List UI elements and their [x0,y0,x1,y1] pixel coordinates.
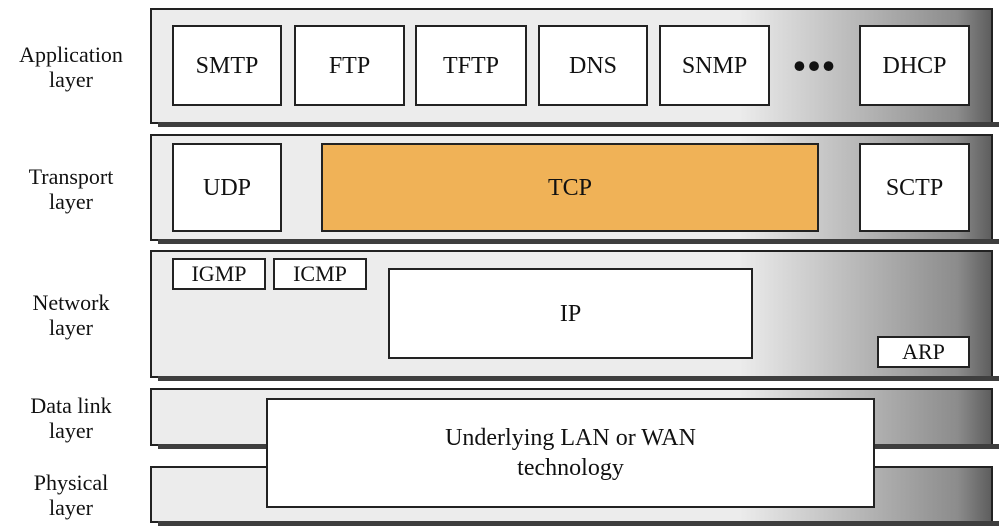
application-layer-label: Application layer [19,42,123,92]
dhcp-box: DHCP [859,25,970,106]
sctp-label: SCTP [885,174,944,201]
smtp-label: SMTP [195,52,259,79]
ellipsis: ••• [793,46,837,86]
ip-label: IP [559,300,582,327]
arp-label: ARP [902,339,945,364]
udp-box: UDP [172,143,282,232]
igmp-label: IGMP [191,261,247,286]
arp-box: ARP [877,336,970,368]
sctp-box: SCTP [859,143,970,232]
igmp-box: IGMP [172,258,266,290]
udp-label: UDP [202,174,251,201]
dhcp-label: DHCP [882,52,947,79]
transport-layer-label: Transport layer [28,164,114,214]
snmp-label: SNMP [681,52,748,79]
ftp-label: FTP [328,52,371,79]
smtp-box: SMTP [172,25,282,106]
network-layer-label: Network layer [32,290,110,340]
underlying-technology-box: Underlying LAN or WAN technology [266,398,875,508]
ip-box: IP [388,268,753,359]
icmp-label: ICMP [293,261,347,286]
icmp-box: ICMP [273,258,367,290]
physical-layer-label: Physical layer [33,470,109,520]
ftp-box: FTP [294,25,405,106]
snmp-box: SNMP [659,25,770,106]
tcp-label: TCP [547,174,592,201]
datalink-layer-label: Data link layer [30,393,112,443]
tftp-box: TFTP [415,25,527,106]
dns-box: DNS [538,25,648,106]
tcp-box: TCP [321,143,819,232]
underlying-technology-label: Underlying LAN or WAN technology [445,425,696,481]
tftp-label: TFTP [442,52,499,79]
dns-label: DNS [568,52,617,79]
